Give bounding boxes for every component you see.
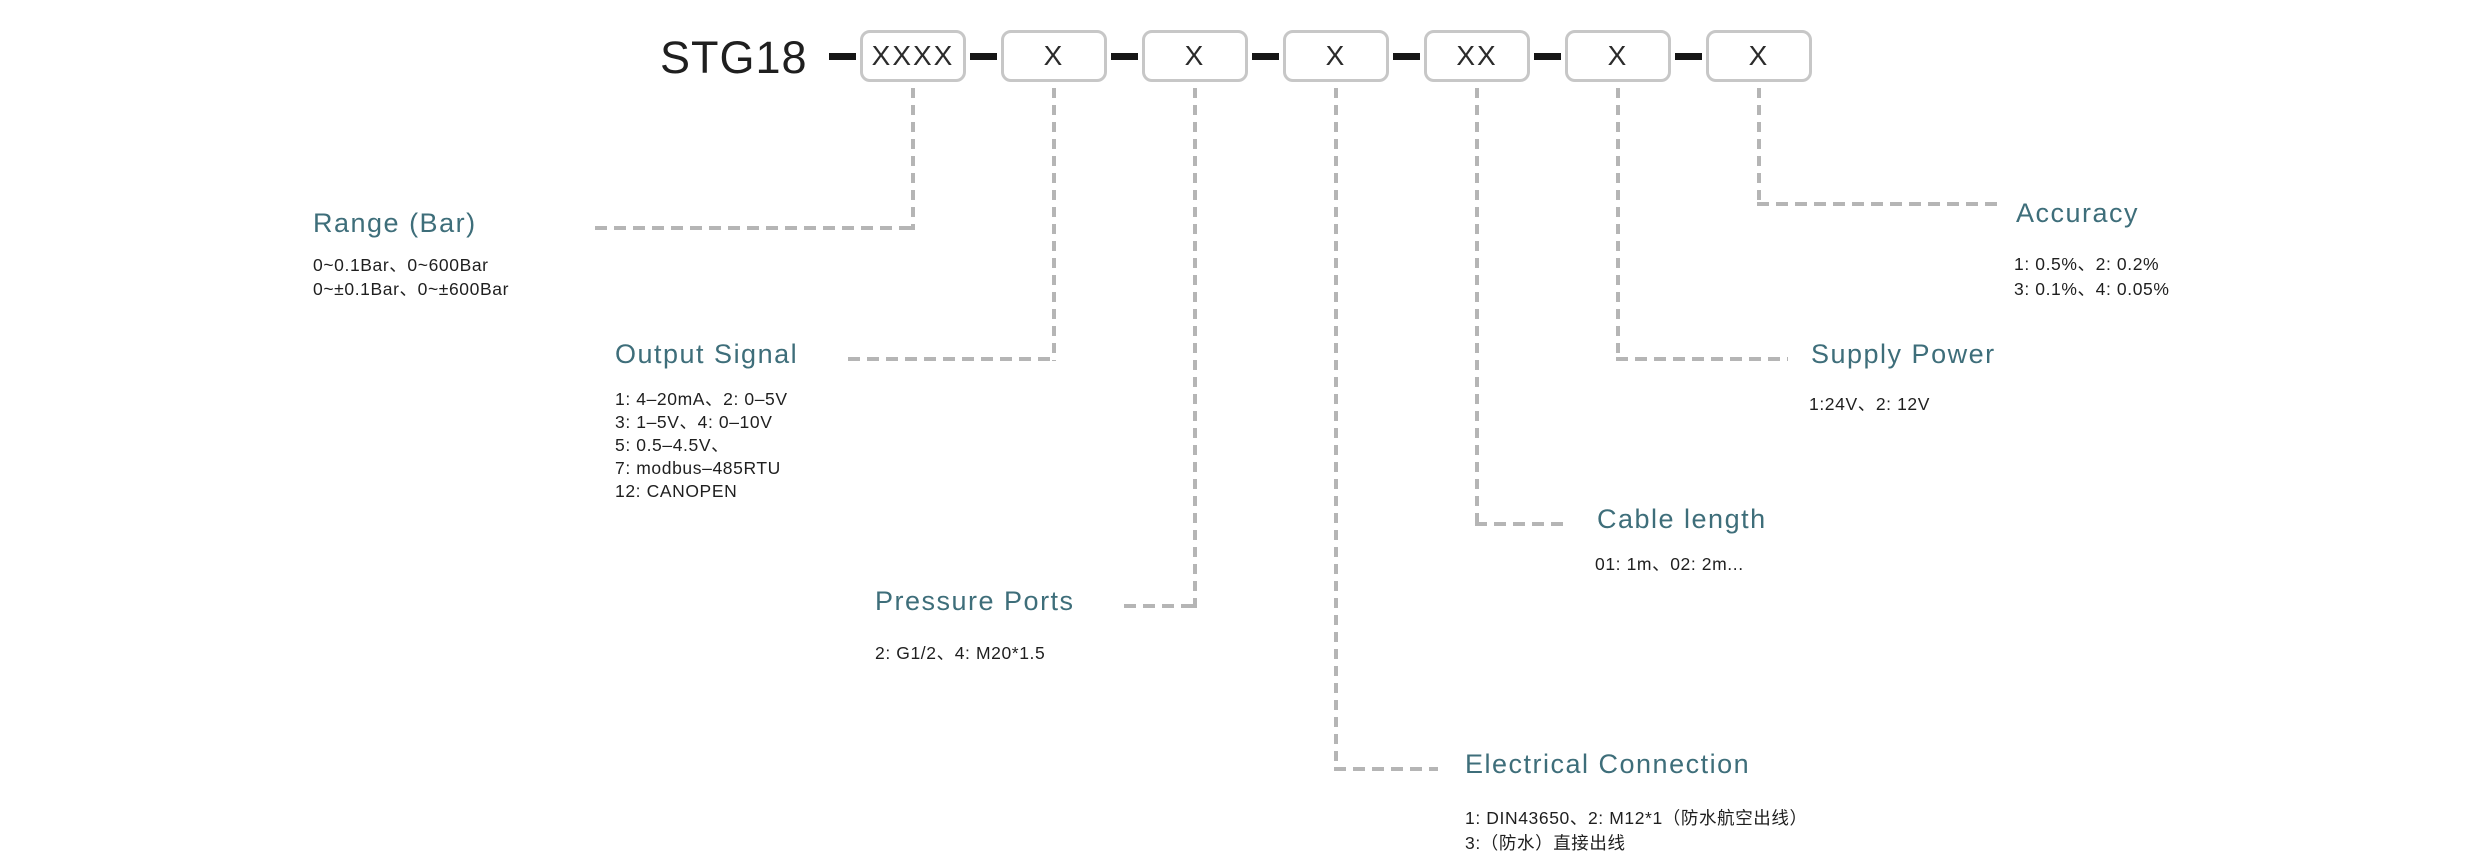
- field-title-supply-power: Supply Power: [1811, 339, 1996, 369]
- field-options-pressure-ports: 2: G1/2、4: M20*1.5: [875, 641, 1045, 665]
- model-prefix: STG18: [660, 32, 808, 83]
- connector-electrical-connection-horizontal: [1334, 767, 1438, 771]
- field-option: 1: DIN43650、2: M12*1（防水航空出线）: [1465, 808, 1808, 828]
- field-option: 2: G1/2、4: M20*1.5: [875, 643, 1046, 663]
- code-separator-dash: [1111, 53, 1138, 60]
- field-option: 1: 0.5%、2: 0.2%: [2014, 254, 2160, 274]
- field-title-output-signal: Output Signal: [615, 339, 799, 369]
- field-option: 12: CANOPEN: [615, 481, 738, 501]
- connector-output-signal-vertical: [1052, 88, 1056, 361]
- code-box-cable-length: XX: [1424, 30, 1530, 82]
- field-option: 1: 4–20mA、2: 0–5V: [615, 389, 788, 409]
- field-option: 1:24V、2: 12V: [1809, 394, 1931, 414]
- connector-cable-length-horizontal: [1475, 522, 1570, 526]
- code-box-supply-power: X: [1565, 30, 1671, 82]
- field-options-range: 0~0.1Bar、0~600Bar 0~±0.1Bar、0~±600Bar: [313, 253, 509, 301]
- connector-pressure-ports-vertical: [1193, 88, 1197, 608]
- connector-cable-length-vertical: [1475, 88, 1479, 526]
- field-option: 3:（防水）直接出线: [1465, 833, 1626, 853]
- field-option: 0~0.1Bar、0~600Bar: [313, 255, 489, 275]
- field-options-cable-length: 01: 1m、02: 2m...: [1595, 552, 1744, 576]
- code-box-output-signal: X: [1001, 30, 1107, 82]
- connector-range-vertical: [911, 88, 915, 230]
- code-box-electrical-connection: X: [1283, 30, 1389, 82]
- field-title-accuracy: Accuracy: [2016, 198, 2140, 228]
- connector-supply-power-vertical: [1616, 88, 1620, 361]
- field-options-supply-power: 1:24V、2: 12V: [1809, 392, 1930, 416]
- connector-pressure-ports-horizontal: [1124, 604, 1197, 608]
- code-box-accuracy: X: [1706, 30, 1812, 82]
- code-separator-dash: [1393, 53, 1420, 60]
- code-separator-dash: [970, 53, 997, 60]
- connector-range-horizontal: [595, 226, 915, 230]
- field-option: 3: 0.1%、4: 0.05%: [2014, 279, 2170, 299]
- code-box-range: XXXX: [860, 30, 966, 82]
- connector-accuracy-horizontal: [1757, 202, 2001, 206]
- field-options-output-signal: 1: 4–20mA、2: 0–5V 3: 1–5V、4: 0–10V 5: 0.…: [615, 388, 788, 503]
- code-separator-dash: [1534, 53, 1561, 60]
- code-box-pressure-ports: X: [1142, 30, 1248, 82]
- field-title-cable-length: Cable length: [1597, 504, 1767, 534]
- field-title-electrical-connection: Electrical Connection: [1465, 749, 1751, 779]
- field-options-accuracy: 1: 0.5%、2: 0.2% 3: 0.1%、4: 0.05%: [2014, 252, 2170, 302]
- connector-supply-power-horizontal: [1616, 357, 1788, 361]
- connector-electrical-connection-vertical: [1334, 88, 1338, 771]
- field-option: 3: 1–5V、4: 0–10V: [615, 412, 773, 432]
- connector-output-signal-horizontal: [848, 357, 1056, 361]
- code-separator-dash: [1252, 53, 1279, 60]
- field-option: 5: 0.5–4.5V、: [615, 435, 730, 455]
- field-options-electrical-connection: 1: DIN43650、2: M12*1（防水航空出线） 3:（防水）直接出线: [1465, 806, 1808, 856]
- connector-accuracy-vertical: [1757, 88, 1761, 206]
- field-title-pressure-ports: Pressure Ports: [875, 586, 1075, 616]
- field-option: 01: 1m、02: 2m...: [1595, 554, 1744, 574]
- field-option: 0~±0.1Bar、0~±600Bar: [313, 279, 510, 299]
- field-title-range: Range (Bar): [313, 208, 477, 238]
- field-option: 7: modbus–485RTU: [615, 458, 781, 478]
- code-separator-dash: [829, 53, 856, 60]
- code-separator-dash: [1675, 53, 1702, 60]
